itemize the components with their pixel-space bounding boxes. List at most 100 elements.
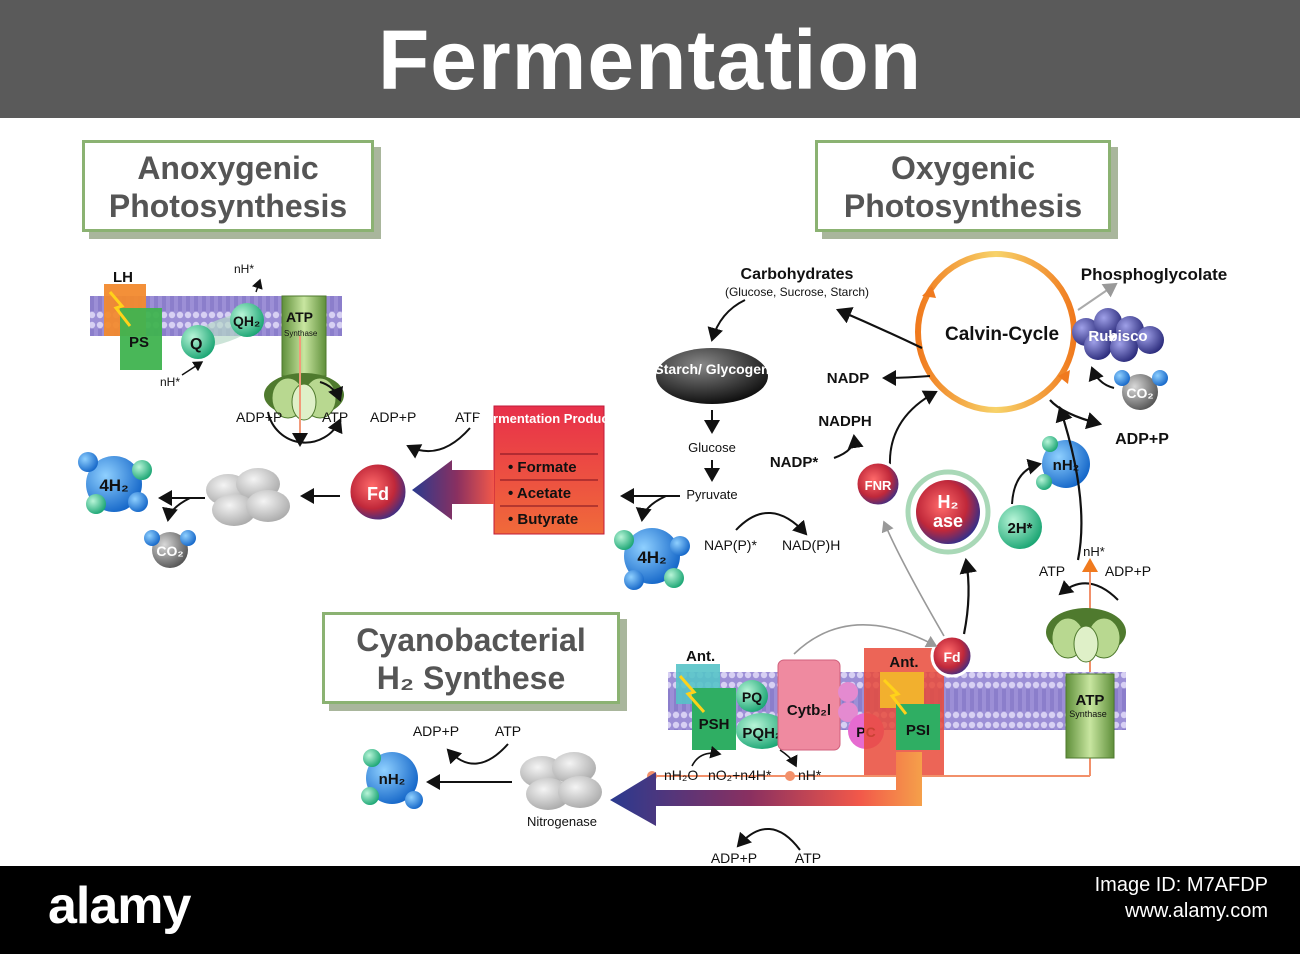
water-label: nH₂O [664, 767, 698, 783]
calvin-label: Calvin-Cycle [945, 324, 1059, 345]
page-title: Fermentation [377, 13, 923, 107]
anoxygenic-line1: Anoxygenic [137, 150, 319, 186]
pq-ball [736, 680, 768, 712]
h2star-label: 2H* [1007, 520, 1032, 537]
rubisco-label: Rubisco [1088, 328, 1147, 345]
atp-label-a: ATP [322, 409, 348, 425]
ferm-item-acetate: • Acetate [508, 485, 571, 502]
co2-ball-right [1122, 374, 1158, 410]
cyano-line1: Cyanobacterial [356, 622, 586, 658]
h2-left-label: 4H₂ [99, 476, 128, 495]
image-id-text: Image ID: M7AFDP [1094, 874, 1268, 896]
pqh2-ball [736, 713, 788, 749]
starch-label: Starch/ Glycogen [654, 361, 769, 377]
synthase-right-label: Synthase [1069, 709, 1107, 719]
synthase-top-label: Synthase [284, 329, 318, 338]
fd-right-label: Fd [943, 649, 960, 665]
fd-left [347, 461, 409, 523]
ps-complex [120, 308, 162, 370]
h2-center-label: 4H₂ [637, 548, 666, 567]
pyruvate-label: Pyruvate [686, 487, 737, 502]
fd-right [930, 634, 974, 678]
oxygenic-line1: Oxygenic [890, 150, 1036, 186]
nh-star-right: nH* [1083, 544, 1105, 559]
atp-bottom-label: ATP [795, 850, 821, 866]
psi-label: PSI [906, 722, 930, 739]
lh-label: LH [113, 269, 133, 286]
atp-label-b: ATP [455, 409, 481, 425]
atp-top-label: ATP [286, 309, 313, 325]
nadph-label: NADPH [818, 413, 871, 430]
nh2-cyano-label: nH₂ [379, 771, 406, 788]
q-label: Q [190, 336, 202, 353]
oxygenic-line2: Photosynthesis [843, 188, 1083, 224]
adp-label-a: ADP+P [236, 409, 282, 425]
phosphoglycolate-label: Phosphoglycolate [1081, 265, 1227, 284]
nh-star-bottom: nH* [798, 767, 822, 783]
oxygenic-label: Oxygenic Photosynthesis [815, 140, 1111, 232]
adp-label-b: ADP+P [370, 409, 416, 425]
nh-top-label: nH* [234, 262, 254, 276]
nadp-star-label: NADP* [770, 454, 819, 471]
adp-right-label: ADP+P [1115, 431, 1169, 448]
nitrogenase-label: Nitrogenase [527, 814, 597, 829]
h2-ball-center [624, 528, 680, 584]
pq-label: PQ [742, 689, 762, 705]
cytb-complex [777, 659, 841, 751]
header-bar: Fermentation [0, 0, 1300, 118]
nh2-right-label: nH₂ [1053, 457, 1080, 474]
image-id: Image ID: M7AFDP www.alamy.com [1095, 872, 1268, 924]
nitrogenase-blob [520, 752, 602, 810]
ant-right-label: Ant. [889, 654, 918, 671]
atp-right-label: ATP [1039, 563, 1065, 579]
cytb-label: Cytb₂l [787, 702, 831, 719]
atp-cyano-label: ATP [495, 723, 521, 739]
napp-label: NAP(P)* [704, 537, 757, 553]
h2ase-node [916, 480, 980, 544]
h2star-ball [998, 505, 1042, 549]
adp-right2-label: ADP+P [1105, 563, 1151, 579]
adp-bottom-label: ADP+P [711, 850, 757, 866]
nadph-lower-label: NAD(P)H [782, 537, 840, 553]
fermentation-diagram: LH PS ATP Synthase Q QH₂ nH* nH* ADP+P A… [78, 251, 1227, 866]
co2-right-label: CO₂ [1126, 385, 1153, 401]
cyano-label: Cyanobacterial H₂ Synthese [322, 612, 620, 704]
h2ase-h2: H₂ [938, 492, 959, 512]
qh2-label: QH₂ [233, 313, 260, 329]
qh2-ball [230, 303, 264, 337]
starch-text: Starch/ Glycogen [654, 361, 769, 377]
footer-bar: alamy Image ID: M7AFDP www.alamy.com [0, 866, 1300, 954]
glucose-label: Glucose [688, 440, 736, 455]
site-text: www.alamy.com [1125, 900, 1268, 922]
ferm-title: Fermentation Products [478, 411, 620, 426]
fermentation-arrow [412, 460, 494, 520]
anoxygenic-label: Anoxygenic Photosynthesis [82, 140, 374, 232]
lightning-icon [108, 291, 132, 327]
nh2-ball-cyano [366, 752, 418, 804]
nadp-label: NADP [827, 370, 870, 387]
ferm-products-box [493, 405, 605, 535]
h2ase-ase: ase [933, 511, 963, 531]
brand-logo: alamy [48, 877, 191, 935]
anoxygenic-line2: Photosynthesis [108, 188, 348, 224]
cyano-line2: H₂ Synthese [376, 660, 566, 696]
co2-ball-left [152, 532, 188, 568]
pqh2-label: PQH₂ [742, 725, 781, 742]
carbohydrates-label: Carbohydrates [741, 266, 854, 283]
q-ball [181, 325, 215, 359]
carb-sub-label: (Glucose, Sucrose, Starch) [725, 285, 869, 299]
starch-node [656, 348, 768, 404]
hydrogenase-left [206, 468, 290, 526]
adp-cyano-label: ADP+P [413, 723, 459, 739]
nh-bottom-label: nH* [160, 375, 180, 389]
psh-label: PSH [699, 716, 730, 733]
ferm-item-formate: • Formate [508, 459, 577, 476]
ps-label: PS [129, 334, 149, 351]
ferm-item-butyrate: • Butyrate [508, 511, 578, 528]
fnr-node [854, 460, 902, 508]
psh-complex [692, 688, 736, 750]
oxygen-label: nO₂+n4H* [708, 767, 772, 783]
rubisco-cluster [1072, 308, 1164, 362]
ferm-title-text: Fermentation Products [478, 411, 620, 426]
fnr-label: FNR [865, 478, 892, 493]
